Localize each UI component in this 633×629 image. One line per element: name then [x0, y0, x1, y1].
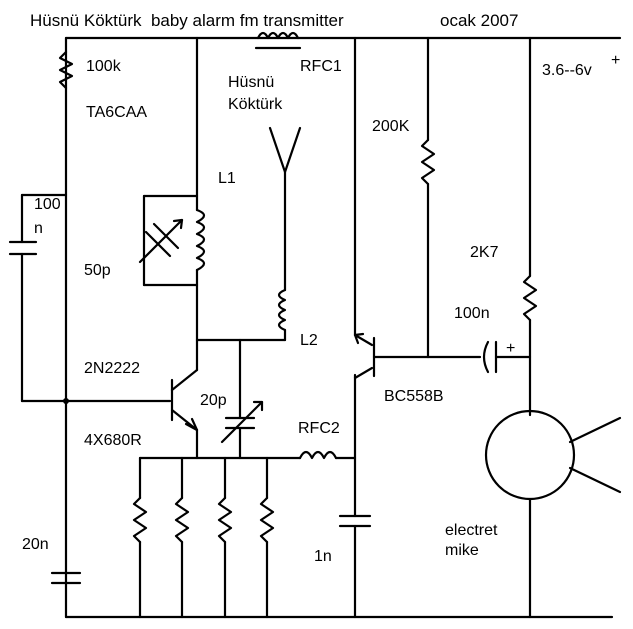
label-200k: 200K [372, 118, 410, 135]
label-50p: 50p [84, 262, 111, 279]
trimmer-50p-arrow [138, 218, 184, 264]
q1-collector [170, 368, 199, 392]
label-rfc2: RFC2 [298, 420, 340, 437]
resistor-680-1 [132, 496, 148, 544]
capacitor-100n-curved [482, 340, 490, 374]
resistor-2k7 [522, 274, 538, 322]
resistor-680-2 [174, 496, 190, 544]
microphone-mark-a [568, 416, 622, 444]
label-20n: 20n [22, 536, 49, 553]
resistor-680-3 [217, 496, 233, 544]
label-callsign: TA6CAA [86, 104, 148, 121]
label-2k7: 2K7 [470, 244, 499, 261]
label-q1: 2N2222 [84, 360, 141, 377]
q2-collector [353, 366, 374, 380]
label-rfc1: RFC1 [300, 58, 342, 75]
microphone-circle [484, 409, 576, 501]
label-mic-1: electret [445, 522, 498, 539]
trimmer-50p-arrowhead [172, 218, 184, 230]
resistor-100k [58, 50, 74, 90]
resistor-680-4 [259, 496, 275, 544]
label-100k: 100k [86, 58, 121, 75]
inductor-l2 [277, 288, 287, 332]
trimmer-20p-arrow [220, 400, 264, 444]
label-antenna-name-2: Köktürk [228, 96, 283, 113]
label-q2: BC558B [384, 388, 444, 405]
resistor-200k [420, 138, 436, 186]
label-l1: L1 [218, 170, 236, 187]
label-l2: L2 [300, 332, 318, 349]
label-680: 4X680R [84, 432, 142, 449]
diagram-title: Hüsnü Köktürk baby alarm fm transmitter [30, 11, 344, 30]
supply-label: 3.6--6v [542, 62, 592, 79]
microphone-mark-b [568, 466, 622, 494]
label-mic-2: mike [445, 542, 479, 559]
label-100n-a: 100 [34, 196, 61, 213]
trimmer-20p-arrowhead [252, 400, 264, 412]
label-antenna-name-1: Hüsnü [228, 74, 275, 91]
inductor-rfc1 [256, 31, 300, 40]
inductor-l1 [195, 208, 206, 272]
label-100n-cap: 100n [454, 305, 490, 322]
q2-emitter [353, 333, 374, 347]
antenna [268, 126, 302, 174]
inductor-rfc2 [298, 450, 338, 460]
q2-emitter-arrow [353, 332, 365, 345]
label-100n-plus: + [506, 340, 516, 357]
supply-plus: + [611, 52, 621, 69]
label-1n: 1n [314, 548, 332, 565]
label-100n-b: n [34, 220, 43, 237]
date-label: ocak 2007 [440, 11, 519, 30]
label-20p: 20p [200, 392, 227, 409]
